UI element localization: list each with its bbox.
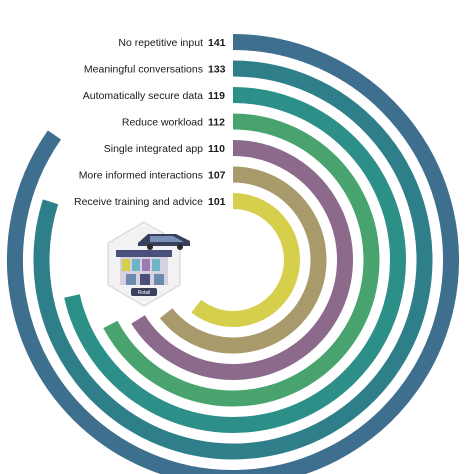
retail-store-with-drone-icon: Retail [107,221,190,307]
category-label-3: Automatically secure data [83,90,203,102]
bars-group [7,34,459,474]
value-label-7: 101 [208,196,226,208]
value-label-5: 110 [208,143,225,155]
bar-6 [159,166,327,354]
icon-badge-label: Retail [138,290,151,296]
bar-3 [64,87,406,433]
category-label-2: Meaningful conversations [84,64,203,76]
category-label-5: Single integrated app [104,143,203,155]
bar-5 [131,140,353,380]
bar-7 [191,193,300,327]
value-label-6: 107 [208,170,226,182]
category-label-6: More informed interactions [79,170,203,182]
value-label-3: 119 [208,90,225,102]
bar-4 [103,113,380,407]
category-label-7: Receive training and advice [74,196,203,208]
value-label-2: 133 [208,64,226,76]
value-label-1: 141 [208,37,226,49]
value-label-4: 112 [208,117,225,129]
bar-1 [7,34,459,474]
bar-2 [33,60,433,460]
category-label-1: No repetitive input [118,37,203,49]
category-label-4: Reduce workload [122,117,203,129]
